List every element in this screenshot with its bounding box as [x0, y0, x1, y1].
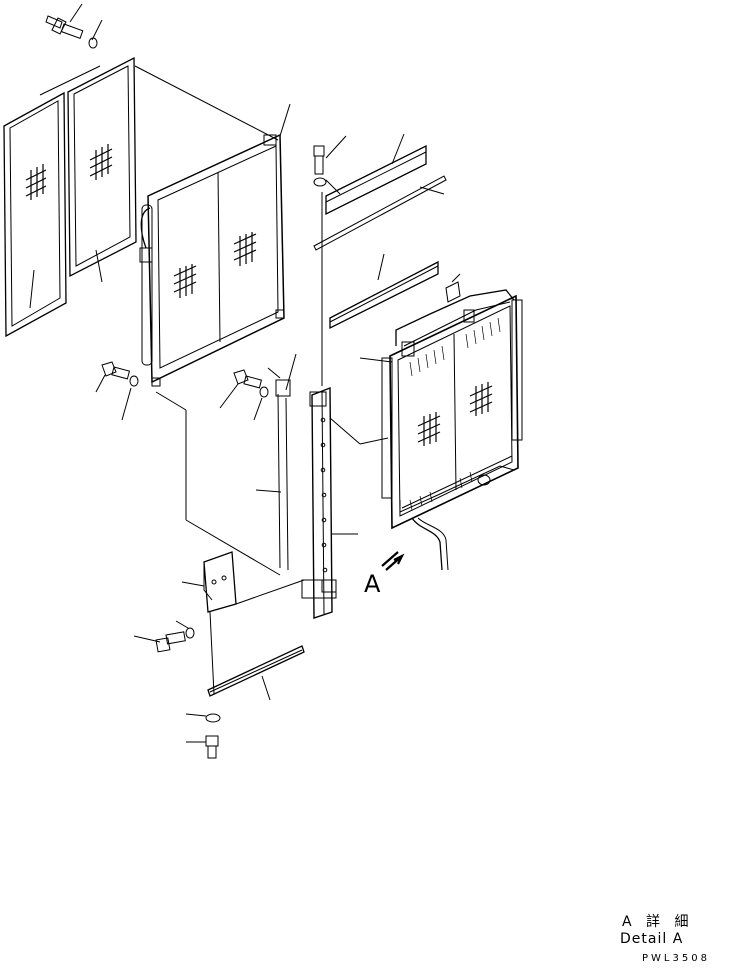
view-marker-a: A — [364, 570, 381, 598]
seal-strip — [330, 262, 438, 328]
seal-strip — [326, 146, 426, 214]
radiator — [382, 282, 522, 570]
washer — [89, 38, 97, 48]
washer — [206, 714, 220, 722]
grid-mark — [90, 144, 112, 180]
washer — [186, 628, 194, 638]
washer — [130, 376, 138, 386]
oil-cooler-core — [140, 135, 284, 386]
drawing-code: PWL3508 — [642, 953, 710, 964]
detail-label-jp: A 詳 細 — [622, 914, 694, 930]
core-fins — [410, 318, 500, 510]
grid-mark — [174, 232, 256, 298]
mounting-bracket — [204, 552, 236, 612]
washer — [314, 178, 326, 186]
bolt — [102, 362, 129, 379]
support-rod — [276, 380, 290, 570]
flat-bar — [208, 646, 304, 696]
screen-panel-inner — [68, 58, 136, 276]
wing-bolt — [46, 16, 83, 38]
view-arrow — [382, 552, 402, 570]
screen-panel-outer — [4, 93, 66, 336]
bolt — [206, 736, 218, 758]
detail-label-en: Detail A — [620, 931, 684, 947]
grid-mark — [418, 382, 492, 446]
bolt — [156, 632, 185, 652]
grid-mark — [26, 164, 46, 200]
bolt — [234, 370, 261, 388]
washer — [260, 387, 268, 397]
center-post — [302, 388, 336, 618]
seal-strip-thin — [314, 176, 446, 250]
bolt — [314, 146, 324, 174]
